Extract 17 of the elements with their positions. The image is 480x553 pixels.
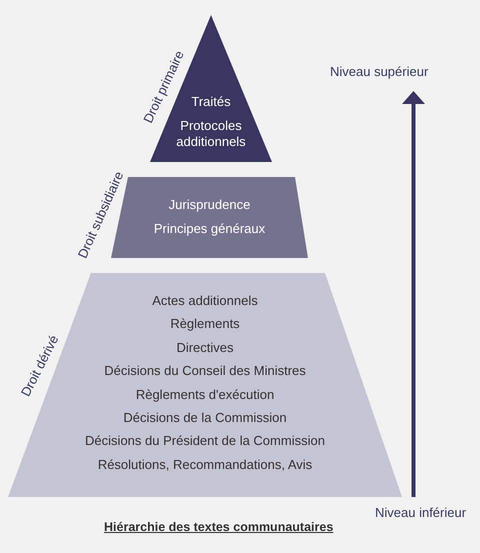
pyramid-base-tier	[8, 273, 402, 497]
tier-item-text: Principes généraux	[154, 221, 266, 237]
tier-item-text: Résolutions, Recommandations, Avis	[98, 456, 312, 473]
tier-item-text: Décisions de la Commission	[123, 410, 287, 426]
tier-item-text: Jurisprudence	[168, 197, 250, 213]
tier-item-text: Décisions du Président de la Commission	[85, 433, 325, 450]
caption: Hiérarchie des textes communautaires	[104, 519, 334, 535]
tier-item-text: Règlements	[170, 316, 240, 332]
tier-item-text: Directives	[176, 340, 234, 356]
tier-item-text: Règlements d'exécution	[136, 386, 274, 403]
scale-label: Niveau inférieur	[375, 505, 466, 521]
side-label: Droit dérivé	[18, 332, 62, 400]
tier-item-text: Actes additionnels	[152, 293, 258, 309]
tier-item-text: Protocoles additionnels	[175, 118, 247, 150]
scale-label: Niveau supérieur	[330, 64, 428, 80]
tier-item-text: Décisions du Conseil des Ministres	[104, 363, 306, 380]
tier-item-text: Traités	[191, 94, 231, 110]
